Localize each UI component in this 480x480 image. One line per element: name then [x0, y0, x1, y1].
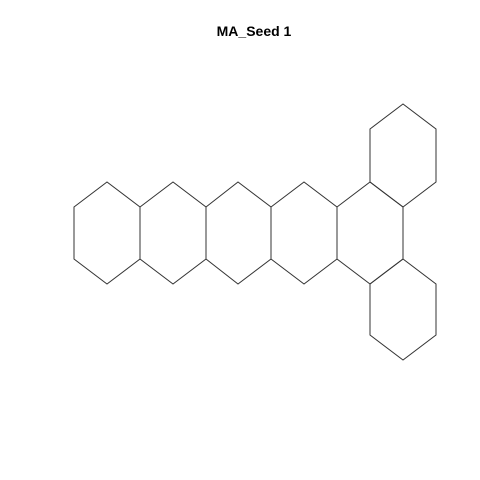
hexagon-cell-main: [205, 181, 272, 285]
hexagon-cell-upper-branch: [369, 103, 437, 208]
hexagon-cell-main: [270, 181, 338, 285]
hexagon-cell-main: [336, 181, 404, 285]
hexagon-cells: [73, 103, 437, 361]
hexagon-cell-lower-branch: [369, 258, 437, 361]
hexagon-cell-main: [73, 181, 141, 285]
plot-title: MA_Seed 1: [217, 23, 292, 39]
hexagon-cell-main: [139, 181, 207, 285]
